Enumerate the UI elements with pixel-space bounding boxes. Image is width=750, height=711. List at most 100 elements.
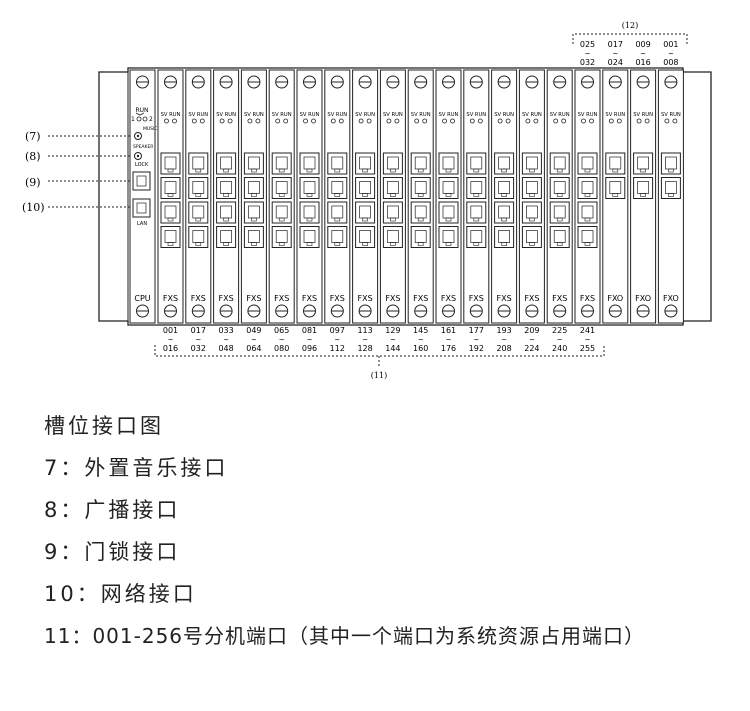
run-led — [505, 118, 511, 124]
speaker-jack-core — [136, 154, 140, 158]
range-to: 160 — [413, 344, 428, 353]
fxs-led-label: SV RUN — [522, 112, 542, 118]
range-to: 192 — [469, 344, 484, 353]
range-tilde: ~ — [390, 336, 396, 344]
caption-broadcast-port: 8：广播接口 — [44, 498, 181, 522]
fxs-card-label: FXS — [358, 294, 373, 303]
range-tilde: ~ — [279, 336, 285, 344]
rj-port-icon — [549, 152, 570, 175]
rj-port-icon — [327, 226, 348, 248]
cpu-lan-label: LAN — [137, 221, 147, 227]
screw-icon — [664, 304, 678, 318]
range-to: 008 — [663, 58, 678, 67]
rj-port-icon — [521, 201, 542, 224]
rj-port-icon — [243, 177, 264, 199]
run-led — [199, 118, 205, 124]
screw-icon — [497, 304, 511, 318]
rj-port-icon — [549, 201, 570, 224]
bottom-bracket-line — [154, 345, 605, 357]
range-from: 033 — [218, 326, 233, 335]
sv-led — [525, 118, 531, 124]
screw-icon — [414, 304, 428, 318]
sv-led — [330, 118, 336, 124]
screw-icon — [136, 304, 149, 318]
rj-port-icon — [216, 226, 237, 248]
rj-port-icon — [577, 201, 598, 224]
rj-port-icon — [605, 152, 626, 175]
music-jack-core — [136, 134, 140, 138]
range-tilde: ~ — [557, 336, 563, 344]
rj-port-icon — [494, 177, 515, 199]
caption-network-port: 10：网络接口 — [44, 582, 197, 606]
screw-icon — [469, 304, 483, 318]
range-from: 065 — [274, 326, 289, 335]
fxs-led-label: SV RUN — [494, 112, 514, 118]
sv-led — [664, 118, 670, 124]
fxs-card-label: FXS — [413, 294, 428, 303]
fxs-port-range: 081~096 — [302, 326, 317, 353]
callout-10: (10) — [22, 201, 45, 214]
screw-icon — [330, 75, 344, 89]
screw-icon — [664, 75, 678, 89]
range-tilde: ~ — [168, 336, 174, 344]
rj-port-icon — [438, 177, 459, 199]
fxs-port-range: 065~080 — [274, 326, 289, 353]
run-led — [283, 118, 289, 124]
screw-icon — [386, 304, 400, 318]
screw-icon — [136, 75, 149, 89]
rj-port-icon — [438, 201, 459, 224]
fxo-led-label: SV RUN — [661, 112, 681, 118]
rj-port-icon — [549, 177, 570, 199]
fxo-port-range: 017~024 — [608, 40, 623, 67]
fxo-card-label: FXO — [635, 294, 651, 303]
fxo-port-range: 025~032 — [580, 40, 595, 67]
rj-port-icon — [466, 201, 487, 224]
run-led-2 — [142, 116, 148, 122]
range-from: 001 — [663, 40, 678, 49]
range-from: 017 — [191, 326, 206, 335]
rj-port-icon — [327, 152, 348, 175]
rj-port-icon — [494, 226, 515, 248]
rj-port-icon — [521, 152, 542, 175]
rj-port-icon — [410, 226, 431, 248]
fxs-port-range: 129~144 — [385, 326, 400, 353]
fxs-port-range: 177~192 — [469, 326, 484, 353]
fxs-led-label: SV RUN — [550, 112, 570, 118]
fxs-led-label: SV RUN — [578, 112, 598, 118]
cpu-run-pos-1: 1 — [131, 116, 135, 123]
sv-led — [414, 118, 420, 124]
rj-port-icon — [466, 226, 487, 248]
fxs-card: SV RUN FXS — [352, 69, 379, 324]
rj-port-icon — [160, 226, 181, 248]
screw-icon — [636, 304, 650, 318]
screw-icon — [386, 75, 400, 89]
rj-port-icon — [633, 177, 654, 199]
range-to: 240 — [552, 344, 567, 353]
screw-icon — [358, 75, 372, 89]
fxo-card-label: FXO — [663, 294, 679, 303]
callout-9: (9) — [25, 176, 41, 189]
fxs-led-label: SV RUN — [355, 112, 375, 118]
screw-icon — [191, 75, 205, 89]
fxs-card-label: FXS — [163, 294, 178, 303]
sv-led — [191, 118, 197, 124]
rj-port-icon — [577, 152, 598, 175]
rj-port-icon — [382, 201, 403, 224]
fxs-port-range: 145~160 — [413, 326, 428, 353]
range-to: 048 — [218, 344, 233, 353]
range-to: 144 — [385, 344, 400, 353]
screw-icon — [636, 75, 650, 89]
screw-icon — [581, 75, 594, 89]
cpu-card-frame — [129, 69, 156, 324]
range-tilde: ~ — [585, 50, 591, 58]
rj-port-icon — [438, 152, 459, 175]
screw-icon — [414, 75, 428, 89]
sv-led — [303, 118, 308, 124]
range-from: 049 — [246, 326, 261, 335]
